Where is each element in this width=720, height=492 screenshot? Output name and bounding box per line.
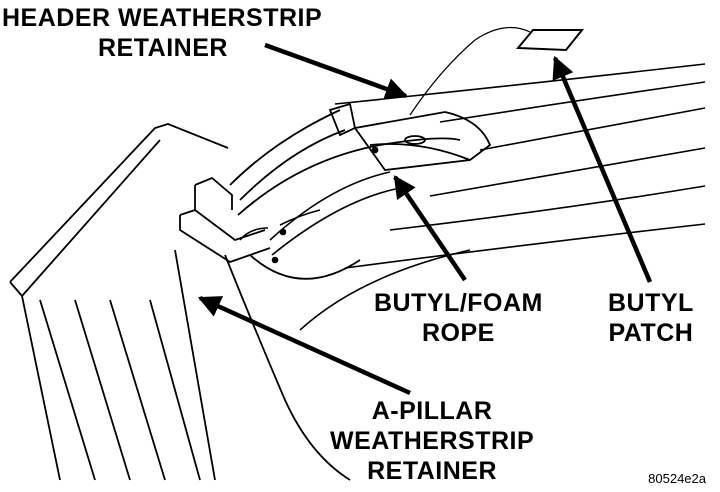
butyl-patch-arrow bbox=[552, 55, 653, 283]
a-pillar-retainer-arrow bbox=[197, 295, 411, 396]
header-curl-line bbox=[409, 26, 531, 116]
header-weatherstrip-retainer-label: HEADER WEATHERSTRIP RETAINER bbox=[2, 3, 322, 63]
label-line: BUTYL bbox=[608, 289, 694, 317]
label-line: HEADER WEATHERSTRIP bbox=[2, 4, 323, 32]
label-line: PATCH bbox=[608, 319, 694, 347]
butyl-patch-label: BUTYL PATCH bbox=[608, 288, 694, 348]
a-pillar bbox=[9, 123, 361, 481]
butyl-foam-rope-label: BUTYL/FOAM ROPE bbox=[374, 288, 543, 348]
butyl-patch bbox=[515, 29, 585, 52]
label-line: BUTYL/FOAM bbox=[374, 289, 543, 317]
figure-reference-number: 80524e2a bbox=[648, 471, 706, 486]
label-line: ROPE bbox=[422, 319, 495, 347]
label-line: RETAINER bbox=[367, 457, 498, 485]
butyl-foam-rope-shape bbox=[239, 171, 401, 264]
a-pillar-weatherstrip-retainer-label: A-PILLAR WEATHERSTRIP RETAINER bbox=[330, 396, 534, 486]
header-retainer-arrow bbox=[264, 42, 409, 100]
label-line: RETAINER bbox=[98, 34, 228, 62]
label-line: A-PILLAR bbox=[371, 397, 493, 425]
butyl-foam-rope-arrow bbox=[393, 175, 467, 282]
label-line: WEATHERSTRIP bbox=[330, 427, 535, 455]
roof-panel bbox=[299, 63, 706, 331]
leader-arrows bbox=[197, 42, 653, 396]
header-retainer-bracket bbox=[229, 102, 492, 216]
